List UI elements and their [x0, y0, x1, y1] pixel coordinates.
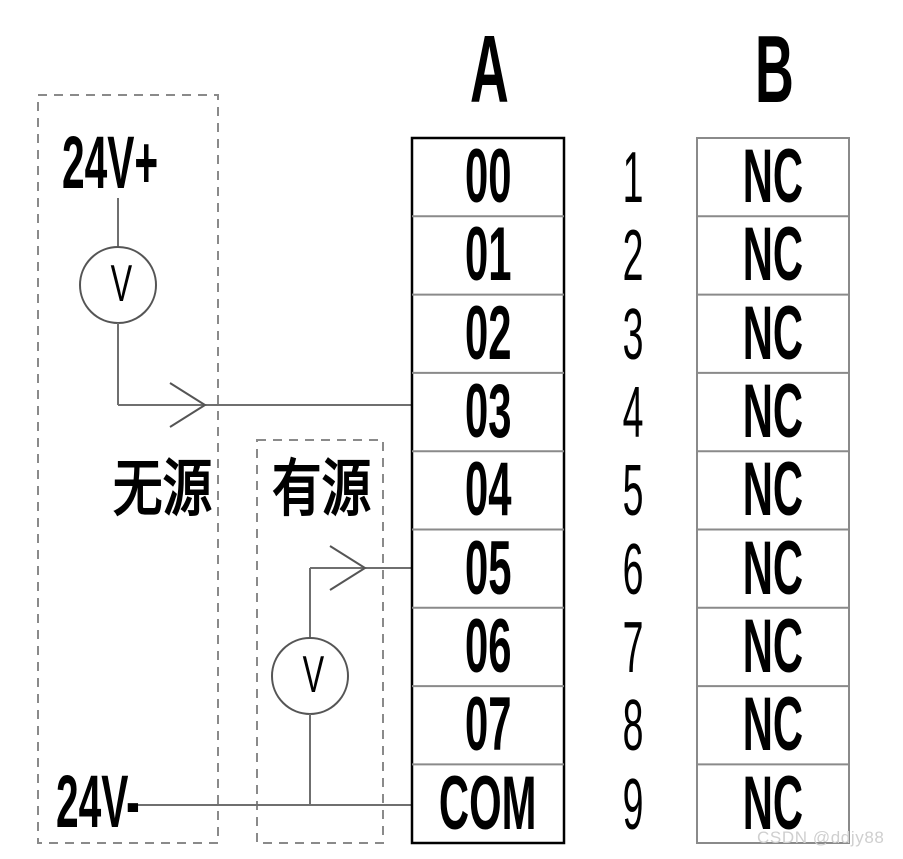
column-b-cell[interactable]: NC: [697, 530, 849, 608]
column-b-header: B: [755, 16, 794, 123]
voltmeter-passive-symbol: V: [110, 255, 133, 313]
column-a-cell-label: 06: [464, 604, 512, 690]
column-b-cell[interactable]: NC: [697, 608, 849, 686]
terminal-number-label: 6: [622, 529, 644, 610]
column-b-cell-label: NC: [742, 760, 804, 846]
column-a-cell-label: 00: [464, 134, 512, 220]
terminal-number-label: 1: [622, 138, 644, 218]
column-b-cell-label: NC: [742, 212, 804, 298]
column-a-row-separators: [412, 215, 564, 766]
column-b-row-separators: [697, 215, 849, 766]
column-b-cell[interactable]: NC: [697, 216, 849, 294]
terminal-number-label: 9: [622, 764, 644, 845]
voltmeter-active-symbol: V: [302, 646, 325, 704]
terminal-number-label: 8: [622, 686, 644, 767]
column-a-cell[interactable]: 02: [412, 295, 564, 373]
supply-negative-label: 24V-: [56, 760, 140, 843]
column-b-cell-label: NC: [742, 369, 804, 455]
active-group-dashed-box: [256, 439, 384, 844]
column-b-cell-label: NC: [742, 525, 804, 611]
column-b-cell-label: NC: [742, 134, 804, 220]
column-b-cell[interactable]: NC: [697, 451, 849, 529]
column-b-cell[interactable]: NC: [697, 686, 849, 764]
flow-arrow-active: [329, 545, 367, 591]
column-a-cell-label: 04: [464, 447, 512, 533]
column-a-cell[interactable]: COM: [412, 765, 564, 843]
column-b-table-border: [696, 137, 850, 844]
column-a-cell-label: 02: [464, 290, 512, 376]
column-a-cell-label: 07: [464, 682, 512, 768]
terminal-number-label: 5: [622, 451, 644, 532]
column-b-cell[interactable]: NC: [697, 373, 849, 451]
column-b-cell[interactable]: NC: [697, 765, 849, 843]
column-a-cell[interactable]: 06: [412, 608, 564, 686]
column-a-table-border: [410, 136, 566, 845]
active-group-label: 有源: [272, 452, 372, 525]
column-b-cell-label: NC: [742, 682, 804, 768]
column-b-cell[interactable]: NC: [697, 138, 849, 216]
flow-arrow-passive: [169, 382, 207, 428]
column-b-cell-label: NC: [742, 290, 804, 376]
watermark: CSDN @ddjy88: [757, 828, 885, 847]
column-a-cell[interactable]: 07: [412, 686, 564, 764]
terminal-number-label: 7: [622, 608, 644, 688]
terminal-number-label: 2: [622, 216, 644, 297]
terminal-number-label: 4: [622, 373, 644, 453]
column-a-cell[interactable]: 00: [412, 138, 564, 216]
column-a-cell[interactable]: 04: [412, 451, 564, 529]
column-a-cell-label: COM: [439, 760, 537, 846]
column-a-cell-label: 03: [464, 369, 512, 455]
column-a-cell[interactable]: 01: [412, 216, 564, 294]
column-b-cell[interactable]: NC: [697, 295, 849, 373]
column-b-cell-label: NC: [742, 604, 804, 690]
passive-group-label: 无源: [113, 452, 213, 525]
terminal-number-label: 3: [622, 294, 644, 375]
column-a-cell[interactable]: 05: [412, 530, 564, 608]
column-b-cell-label: NC: [742, 447, 804, 533]
column-a-cell-label: 05: [464, 525, 512, 611]
column-a-header: A: [470, 16, 509, 123]
column-a-cell-label: 01: [464, 212, 512, 298]
column-a-cell[interactable]: 03: [412, 373, 564, 451]
supply-positive-label: 24V+: [62, 121, 159, 204]
